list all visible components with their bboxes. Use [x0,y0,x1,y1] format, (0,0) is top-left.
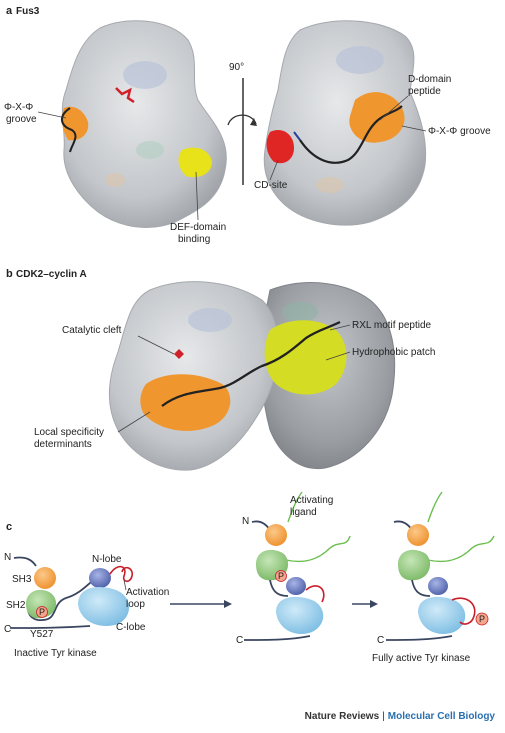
journal-separator: | [382,711,385,722]
sh3-domain [265,524,287,546]
intermediate-kinase-diagram [243,491,351,641]
panel-c-letter: c [6,521,12,533]
inactive-caption: Inactive Tyr kinase [14,648,97,659]
phi-groove-left-label-1: Φ-X-Φ [4,102,33,113]
rxl-motif-label: RXL motif peptide [352,320,432,331]
n-lobe-label: N-lobe [92,554,122,565]
c-terminus-label: C [377,635,384,646]
leader-line [37,111,67,119]
n-terminus-label: N [4,552,11,563]
panel-b-letter: b [6,268,13,280]
phospho-label: P [39,607,45,617]
rotation-arrow [227,78,257,185]
def-domain-label-2: binding [178,234,210,245]
activating-ligand-label-2: ligand [290,507,317,518]
journal-credit: Nature Reviews|Molecular Cell Biology [305,711,495,722]
sh2-label: SH2 [6,600,26,611]
rotation-label: 90° [229,62,244,73]
n-lobe [89,568,111,588]
leader-line [329,324,351,331]
ligand-peptide [427,535,495,563]
local-specificity-label-1: Local specificity [34,427,104,438]
activation-loop [305,585,325,603]
def-domain-label-1: DEF-domain [170,222,226,233]
transition-arrow-1 [170,600,232,608]
c-lobe [418,596,466,634]
panel-b-title: CDK2–cyclin A [16,269,87,280]
n-lobe [286,577,306,595]
inactive-kinase-diagram [9,556,134,629]
catalytic-cleft-label: Catalytic cleft [62,325,122,336]
sh2-domain [398,549,431,581]
panel-a-title: Fus3 [16,6,40,17]
phospho-site [475,612,489,626]
panel-a-letter: a [6,5,13,17]
phi-groove-left-label-2: groove [6,114,37,125]
sh3-domain [34,567,56,589]
fus3-surface-left [61,20,227,228]
ligand-peptide [285,535,351,563]
y527-label: Y527 [30,629,54,640]
phospho-label: P [278,571,284,581]
activation-loop [109,565,134,583]
active-kinase-diagram [385,491,495,641]
leader-line [123,579,127,591]
leader-line [401,125,427,132]
phospho-site [275,570,287,582]
activation-loop-label-2: loop [126,599,145,610]
leader-line [379,95,409,121]
n-lobe [428,577,448,595]
cdk2-cyclin-surface [108,281,396,471]
sh2-domain [26,589,57,619]
c-lobe-label: C-lobe [116,622,146,633]
n-terminus-label: N [242,516,249,527]
phi-groove-right-label: Φ-X-Φ groove [428,126,491,137]
leader-line [117,411,151,433]
transition-arrow-2 [352,600,378,608]
cd-site-label: CD-site [254,180,288,191]
ligand-peptide [287,491,303,523]
ligand-peptide [427,491,443,523]
phospho-site [36,606,48,618]
hydrophobic-patch-label: Hydrophobic patch [352,347,435,358]
journal-name: Nature Reviews [304,711,380,722]
leader-line [195,171,199,221]
leader-line [269,159,279,181]
activation-loop [451,597,476,625]
local-specificity-label-2: determinants [34,439,92,450]
d-domain-label-2: peptide [408,86,441,97]
leader-line [137,335,175,355]
c-terminus-label: C [4,624,11,635]
sh3-label: SH3 [12,574,32,585]
phospho-label: P [479,614,485,624]
c-terminus-label: C [236,635,243,646]
c-lobe [78,586,130,626]
activating-ligand-label-1: Activating [290,495,333,506]
sh3-domain [407,524,429,546]
journal-section: Molecular Cell Biology [387,711,495,722]
c-lobe [276,596,324,634]
d-domain-label-1: D-domain [408,74,451,85]
fully-active-caption: Fully active Tyr kinase [372,653,471,664]
activation-loop-label-1: Activation [126,587,169,598]
fus3-surface-right [263,20,427,226]
leader-line [325,351,351,361]
